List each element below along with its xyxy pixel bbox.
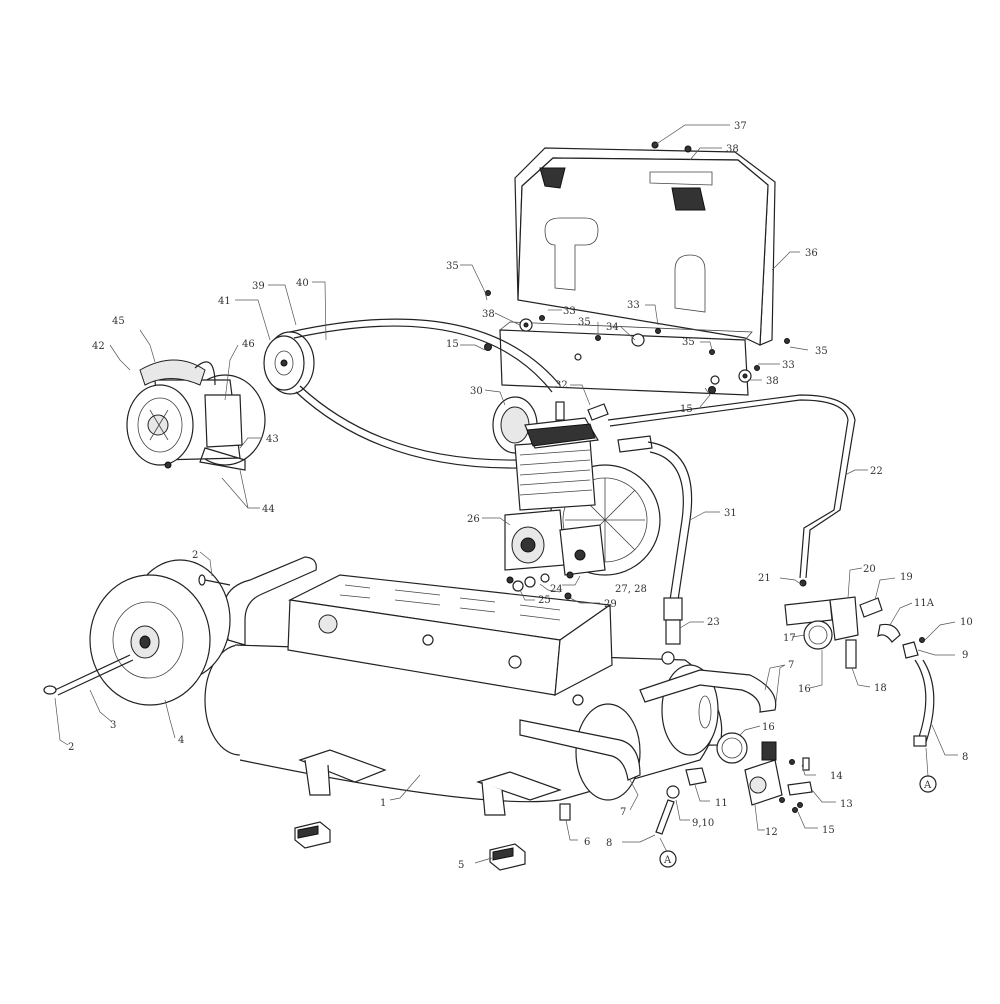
callout-9-10: 9,10 [692,818,714,829]
callout-38-left: 38 [482,309,495,320]
callout-41: 41 [218,296,231,307]
callout-18: 18 [874,683,887,694]
electric-motor [126,359,266,471]
callout-leaders [54,124,958,864]
callout-43: 43 [266,434,279,445]
reference-marker-a-right: A [919,747,937,793]
callout-40: 40 [296,278,309,289]
drive-belt [289,318,561,469]
callout-10: 10 [960,617,973,628]
callout-35-right-upper: 35 [682,337,695,348]
reference-marker-a-front: A [659,837,677,868]
callout-36: 36 [805,248,818,259]
callout-15-bottom: 15 [822,825,835,836]
callout-39: 39 [252,281,265,292]
axle-parts [43,574,231,696]
callout-27-28: 27, 28 [615,584,647,595]
handle-rear [639,669,777,713]
callout-22: 22 [870,466,883,477]
callout-33-right: 33 [782,360,795,371]
callout-46: 46 [242,339,255,350]
callout-25: 25 [538,595,551,606]
callout-38-right: 38 [766,376,779,387]
callout-11a: 11A [914,598,935,609]
callout-labels: 1 2 2 3 4 5 6 7 7 8 8 9 9,10 10 11 11A 1… [68,121,973,871]
callout-21: 21 [758,573,771,584]
callout-26: 26 [467,514,480,525]
hose-right [913,659,935,747]
air-tank [204,644,723,821]
callout-5: 5 [458,860,464,871]
callout-44: 44 [262,504,275,515]
callout-1: 1 [380,798,386,809]
callout-19: 19 [900,572,913,583]
regulator-assembly [666,732,813,813]
callout-23: 23 [707,617,720,628]
callout-7-front: 7 [620,807,626,818]
callout-32: 32 [555,380,568,391]
handle-left [224,556,317,646]
callout-15-top-right: 15 [680,404,693,415]
callout-8-right: 8 [962,752,968,763]
callout-15-top-left: 15 [446,339,459,350]
callout-35-middle: 35 [578,317,591,328]
callout-38-top: 38 [726,144,739,155]
callout-34: 34 [606,322,619,333]
reference-a-front: A [663,855,672,866]
callout-35-upper-left: 35 [446,261,459,272]
belt-guard [514,147,776,346]
callout-24: 24 [550,584,563,595]
callout-9: 9 [962,650,968,661]
callout-3: 3 [110,720,116,731]
callout-20: 20 [863,564,876,575]
callout-29: 29 [604,599,617,610]
callout-2-top: 2 [192,550,198,561]
callout-12: 12 [765,827,778,838]
callout-7-rear: 7 [788,660,794,671]
callout-42: 42 [92,341,105,352]
pressure-switch-manifold [784,579,925,669]
callout-2-bottom: 2 [68,742,74,753]
wheel [89,559,231,706]
rubber-feet [294,821,526,871]
callout-35-right-lower: 35 [815,346,828,357]
callout-31: 31 [724,508,737,519]
callout-17: 17 [783,633,796,644]
callout-33-left: 33 [563,306,576,317]
belt-guard-back-plate [484,321,753,396]
handle-front [519,719,641,781]
motor-pulley [263,331,315,395]
callout-14: 14 [830,771,843,782]
unloader-tube [607,394,856,579]
callout-13: 13 [840,799,853,810]
callout-45: 45 [112,316,125,327]
air-pump [492,396,661,600]
callout-16-top: 16 [798,684,811,695]
reference-a-right: A [923,780,932,791]
hose-front [655,799,675,835]
callout-4: 4 [178,735,184,746]
callout-11: 11 [715,798,728,809]
callout-6: 6 [584,837,590,848]
callout-8-front: 8 [606,838,612,849]
pump-fittings [512,401,653,592]
callout-16-bottom: 16 [762,722,775,733]
callout-33-middle: 33 [627,300,640,311]
callout-37: 37 [734,121,747,132]
chassis-deck [287,574,613,697]
callout-30: 30 [470,386,483,397]
discharge-hose [647,441,693,645]
